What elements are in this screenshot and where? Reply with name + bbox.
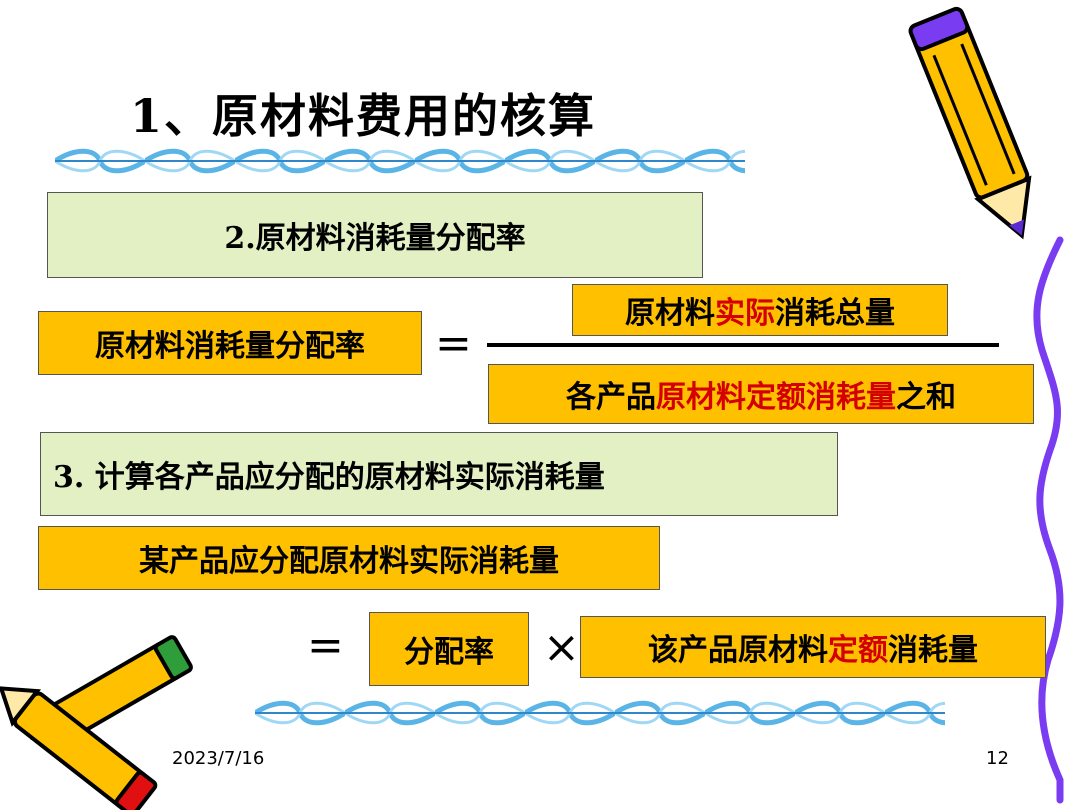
pencil-icon [908,6,1032,240]
product-term-box: 该产品原材料定额消耗量 [580,616,1046,678]
equals-sign-2: = [307,620,344,671]
numerator-part2: 实际 [715,296,775,331]
allocation-rate-label-box: 原材料消耗量分配率 [38,311,422,375]
section-3-heading: 3. 计算各产品应分配的原材料实际消耗量 [53,460,605,495]
section-2-heading: 2.原材料消耗量分配率 [224,221,526,256]
product-term-part1: 该产品原材料 [648,633,828,668]
slide-date: 2023/7/16 [172,748,265,769]
slide-page-number: 12 [986,748,1009,769]
numerator-part3: 消耗总量 [775,296,895,331]
rate-label: 分配率 [404,635,494,670]
pencils-icon [0,635,193,810]
multiply-sign: × [543,622,580,673]
fraction-bar [487,343,999,347]
product-consumption-label-box: 某产品应分配原材料实际消耗量 [38,526,660,590]
section-2-heading-box: 2.原材料消耗量分配率 [47,192,703,278]
product-consumption-label: 某产品应分配原材料实际消耗量 [139,544,559,579]
denominator-part2: 原材料定额消耗量 [656,380,896,415]
denominator-part1: 各产品 [566,380,656,415]
wavy-border [1033,236,1064,804]
decorative-divider-bottom [255,700,945,726]
numerator-part1: 原材料 [625,296,715,331]
numerator-box: 原材料实际消耗总量 [572,284,948,336]
decorative-divider-top [55,148,745,174]
slide-title: 1、原材料费用的核算 [130,89,597,143]
rate-box: 分配率 [369,612,529,686]
allocation-rate-label: 原材料消耗量分配率 [95,329,365,364]
equals-sign-1: = [435,318,472,369]
denominator-part3: 之和 [896,380,956,415]
product-term-part3: 消耗量 [888,633,978,668]
denominator-box: 各产品原材料定额消耗量之和 [488,364,1034,424]
product-term-part2: 定额 [828,633,888,668]
section-3-heading-box: 3. 计算各产品应分配的原材料实际消耗量 [40,432,838,516]
